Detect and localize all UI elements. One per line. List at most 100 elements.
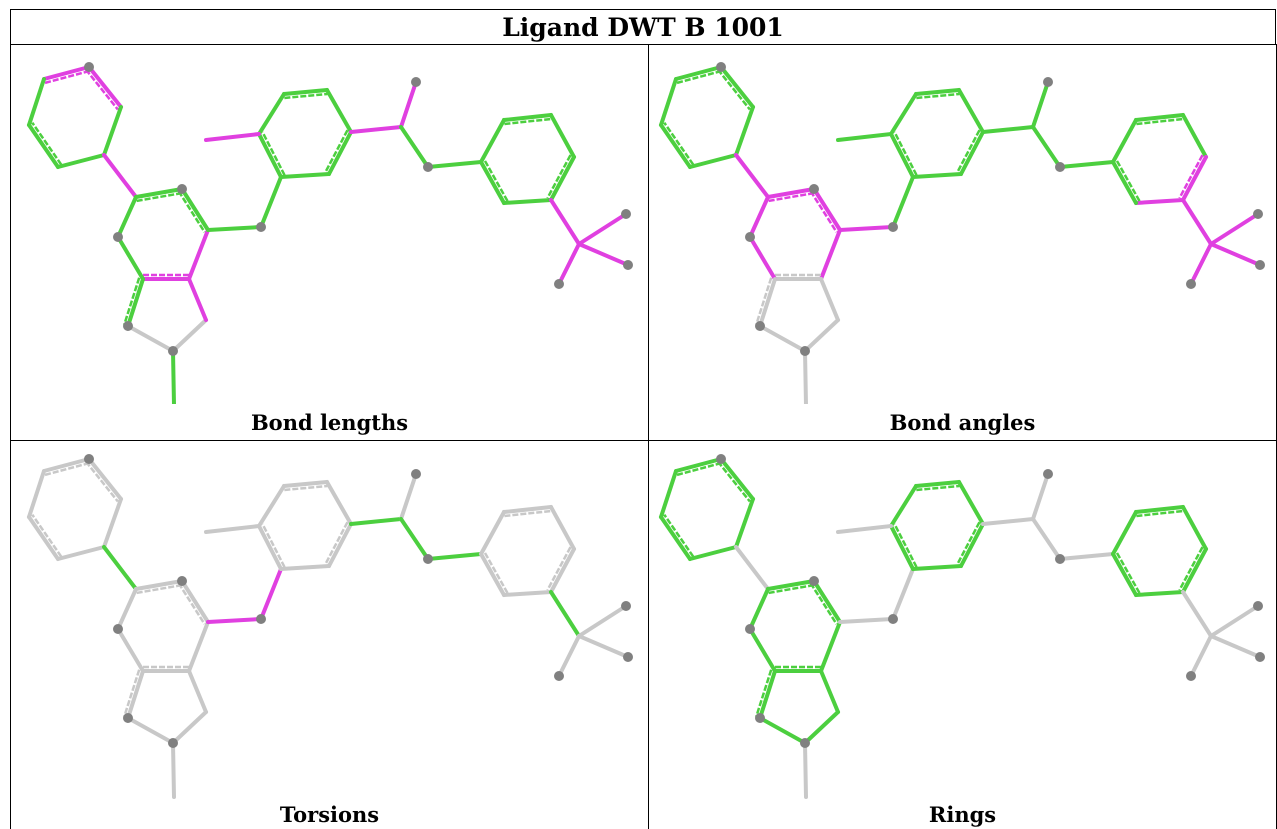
bond-c6-c1 bbox=[911, 172, 963, 179]
atom-t3 bbox=[554, 671, 564, 681]
bond-a6-a1 bbox=[659, 469, 678, 519]
bond-double-c5-c6 bbox=[956, 521, 981, 565]
bond-a3-a4 bbox=[102, 497, 123, 549]
caption-rings: Rings bbox=[928, 802, 997, 827]
bond-b5-p1 bbox=[758, 669, 777, 720]
bond-double-c1-c2 bbox=[261, 131, 286, 176]
bond-c5-c6 bbox=[959, 130, 985, 176]
bond-d6-d1 bbox=[479, 552, 506, 597]
bond-c6-c1 bbox=[911, 564, 963, 571]
atom-s3 bbox=[1055, 162, 1065, 172]
bond-t0-t3 bbox=[1189, 242, 1213, 286]
page-title: Ligand DWT B 1001 bbox=[10, 9, 1276, 45]
bond-b2-b3 bbox=[812, 579, 842, 624]
bond-double-b2-b3 bbox=[809, 190, 838, 233]
bond-a2-a3 bbox=[719, 65, 755, 109]
bond-c5-s1 bbox=[981, 517, 1035, 526]
bond-s3-d1 bbox=[426, 160, 483, 169]
bond-d5-t0 bbox=[549, 590, 581, 638]
atom-o1 bbox=[888, 614, 898, 624]
bond-double-b2-b3 bbox=[177, 582, 206, 625]
bond-p2-p3 bbox=[803, 710, 840, 745]
bond-c5-s1 bbox=[349, 517, 403, 526]
bond-d3-d4 bbox=[549, 505, 576, 551]
bond-p3-b4 bbox=[187, 277, 208, 322]
bond-c2-me bbox=[836, 524, 893, 534]
bond-b5-b6 bbox=[748, 235, 777, 281]
caption-bond-lengths: Bond lengths bbox=[250, 410, 409, 435]
bond-s3-d1 bbox=[426, 552, 483, 561]
bond-c5-c6 bbox=[327, 522, 353, 568]
bond-b6-b1 bbox=[116, 587, 138, 631]
bond-d5-d6 bbox=[1134, 198, 1185, 205]
atom-o1 bbox=[888, 222, 898, 232]
bond-s1-s2 bbox=[1031, 80, 1050, 129]
atom-p2 bbox=[800, 738, 810, 748]
bond-t0-t1 bbox=[1209, 212, 1260, 246]
atom-b2 bbox=[809, 576, 819, 586]
bond-a5-a6 bbox=[659, 515, 692, 561]
bond-d2-d3 bbox=[502, 113, 553, 122]
bond-c2-c3 bbox=[257, 484, 286, 528]
atom-o1 bbox=[256, 222, 266, 232]
atom-t1 bbox=[621, 601, 631, 611]
bond-a4-a5 bbox=[688, 153, 738, 169]
bond-b1-b2 bbox=[134, 187, 184, 199]
atom-t1 bbox=[1253, 209, 1263, 219]
bond-d1-d2 bbox=[479, 118, 506, 164]
bond-a1-a2 bbox=[42, 457, 91, 473]
bond-a2-a3 bbox=[719, 457, 755, 501]
bond-c4-c5 bbox=[325, 88, 353, 134]
bond-a1-a2 bbox=[674, 457, 723, 473]
bond-b5-p1 bbox=[126, 669, 145, 720]
bond-p1-p2 bbox=[126, 716, 175, 745]
bond-p2-m1 bbox=[171, 349, 176, 404]
bond-a5-a6 bbox=[27, 123, 60, 169]
bond-s1-s2 bbox=[399, 472, 418, 521]
molecule-bond-angles bbox=[659, 62, 1265, 404]
bond-s3-d1 bbox=[1058, 160, 1115, 169]
bond-double-c1-c2 bbox=[893, 523, 918, 568]
molecule-bond-lengths bbox=[27, 62, 633, 404]
bond-d2-d3 bbox=[502, 505, 553, 514]
bond-double-d6-d1 bbox=[1115, 159, 1141, 202]
atom-s2 bbox=[1043, 77, 1053, 87]
bond-a3-a4 bbox=[734, 497, 755, 549]
bond-s1-s3 bbox=[399, 517, 430, 561]
bond-c6-c1 bbox=[279, 564, 331, 571]
bond-a5-a6 bbox=[659, 123, 692, 169]
atom-s2 bbox=[1043, 469, 1053, 479]
bond-t0-t1 bbox=[577, 604, 628, 638]
bond-double-d6-d1 bbox=[483, 159, 509, 202]
atom-p2 bbox=[168, 738, 178, 748]
bond-b6-b1 bbox=[748, 195, 770, 239]
atom-o1 bbox=[256, 614, 266, 624]
bond-p2-p3 bbox=[171, 318, 208, 353]
atom-p1 bbox=[123, 713, 133, 723]
bond-double-a5-a6 bbox=[663, 122, 695, 166]
bond-double-b5-p1 bbox=[122, 669, 141, 718]
bond-double-c3-c4 bbox=[916, 92, 960, 100]
bond-a1-a2 bbox=[674, 65, 723, 81]
atom-a2 bbox=[84, 454, 94, 464]
bond-d3-d4 bbox=[549, 113, 576, 159]
bond-b3-b4 bbox=[819, 228, 842, 281]
bond-double-d4-d5 bbox=[546, 154, 572, 199]
atom-p1 bbox=[123, 321, 133, 331]
bond-b3-b4 bbox=[819, 620, 842, 673]
bond-a6-a1 bbox=[659, 77, 678, 127]
atom-b6 bbox=[745, 232, 755, 242]
bond-c2-c3 bbox=[257, 92, 286, 136]
bond-c2-me bbox=[204, 524, 261, 534]
bond-a4-a5 bbox=[56, 153, 106, 169]
atom-t1 bbox=[621, 209, 631, 219]
atom-p1 bbox=[755, 713, 765, 723]
bond-double-c5-c6 bbox=[956, 129, 981, 173]
bond-c5-s1 bbox=[349, 125, 403, 134]
bond-b1-b2 bbox=[766, 187, 816, 199]
bond-t0-t3 bbox=[557, 242, 581, 286]
bond-d5-t0 bbox=[1181, 198, 1213, 246]
atom-b6 bbox=[113, 232, 123, 242]
bond-double-c3-c4 bbox=[284, 92, 328, 100]
bond-o1-c1 bbox=[891, 175, 915, 229]
